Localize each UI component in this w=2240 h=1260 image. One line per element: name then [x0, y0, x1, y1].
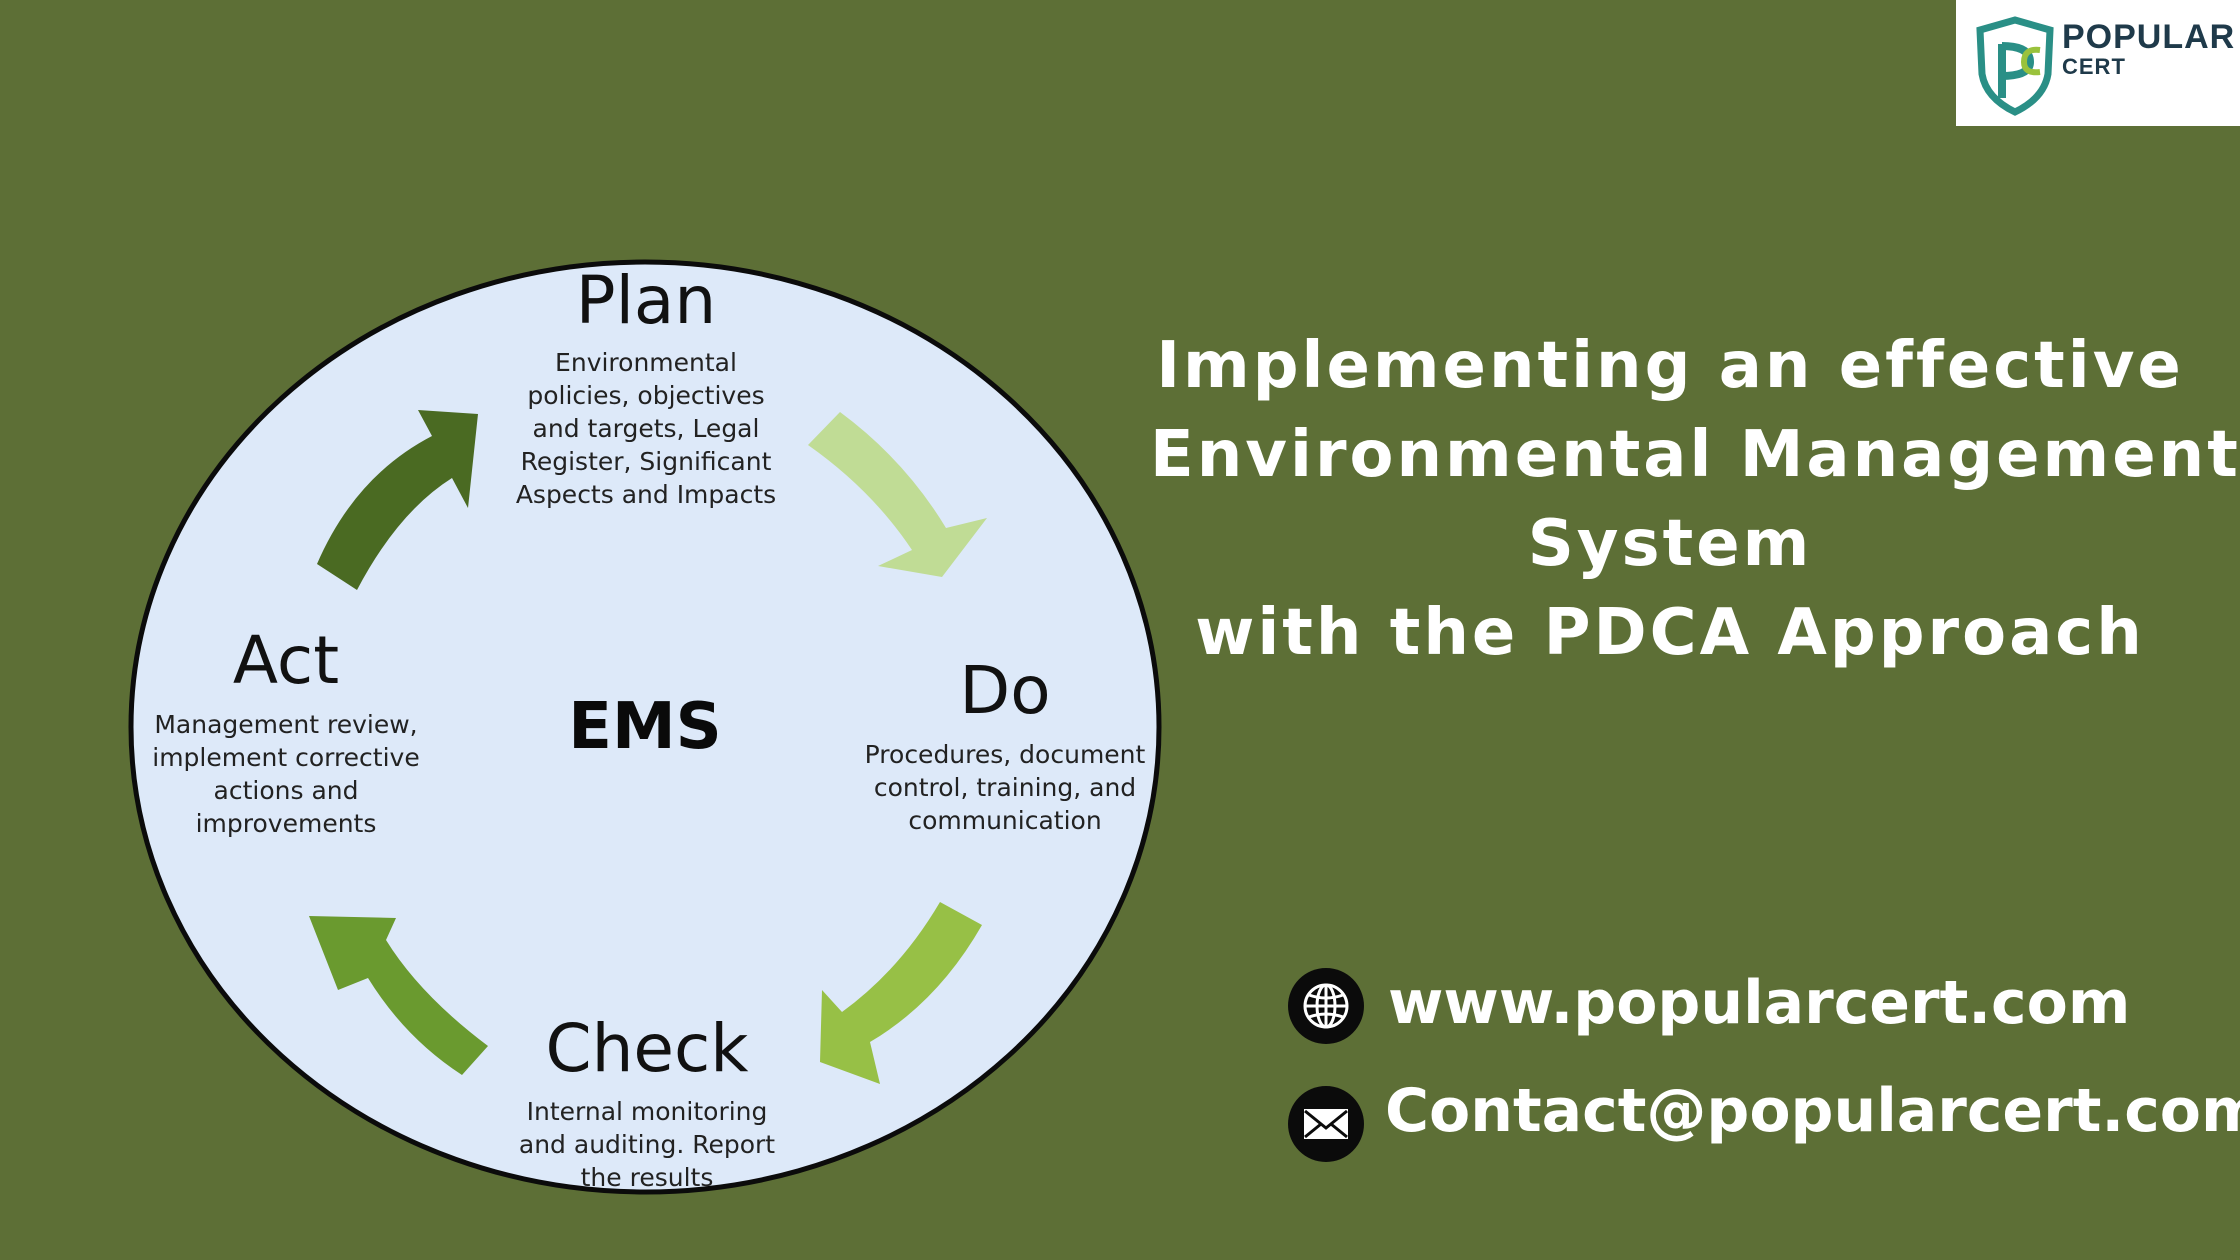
phase-desc-do: Procedures, document control, training, …: [855, 738, 1155, 837]
envelope-icon: [1288, 1086, 1364, 1162]
page-heading: Implementing an effective Environmental …: [1150, 322, 2240, 678]
desc-line: and auditing. Report: [518, 1130, 776, 1159]
globe-icon-glyph: [1303, 983, 1349, 1029]
website-link[interactable]: www.popularcert.com: [1388, 968, 2131, 1038]
ems-center-label: EMS: [568, 690, 722, 764]
phase-desc-check: Internal monitoring and auditing. Report…: [497, 1095, 797, 1194]
logo-word-cert: CERT: [2062, 54, 2126, 79]
shield-logo-icon: [1976, 16, 2054, 116]
phase-title-plan: Plan: [575, 262, 717, 339]
desc-line: Register, Significant: [520, 447, 772, 476]
popularcert-logo: POPULAR CERT: [1956, 0, 2240, 126]
globe-icon: [1288, 968, 1364, 1044]
arrow-do-check: [820, 902, 982, 1084]
desc-line: Management review,: [154, 710, 418, 739]
heading-line: with the PDCA Approach: [1195, 596, 2145, 670]
desc-line: Aspects and Impacts: [515, 480, 777, 509]
envelope-icon-glyph: [1304, 1109, 1348, 1139]
logo-word-popular: POPULAR: [2062, 18, 2236, 56]
desc-line: control, training, and: [873, 773, 1137, 802]
desc-line: Procedures, document: [864, 740, 1146, 769]
phase-desc-act: Management review, implement corrective …: [136, 708, 436, 840]
desc-line: Environmental: [555, 348, 737, 377]
phase-title-do: Do: [959, 652, 1051, 729]
phase-title-act: Act: [232, 622, 340, 699]
heading-line: System: [1527, 507, 1813, 581]
arrow-plan-to-do: [808, 412, 987, 577]
desc-line: implement corrective: [152, 743, 420, 772]
pdca-diagram: [128, 259, 1162, 1195]
desc-line: and targets, Legal: [532, 414, 760, 443]
arrow-act-to-plan: [317, 410, 478, 590]
heading-line: Implementing an effective: [1156, 329, 2184, 403]
desc-line: communication: [908, 806, 1102, 835]
phase-title-check: Check: [545, 1010, 749, 1087]
desc-line: actions and: [213, 776, 359, 805]
heading-line: Environmental Management: [1150, 418, 2240, 492]
desc-line: improvements: [195, 809, 377, 838]
email-link[interactable]: Contact@popularcert.com: [1385, 1076, 2240, 1146]
phase-desc-plan: Environmental policies, objectives and t…: [496, 346, 796, 511]
desc-line: policies, objectives: [527, 381, 765, 410]
desc-line: Internal monitoring: [526, 1097, 768, 1126]
desc-line: the results: [580, 1163, 714, 1192]
arrow-check-to-act: [309, 916, 488, 1075]
